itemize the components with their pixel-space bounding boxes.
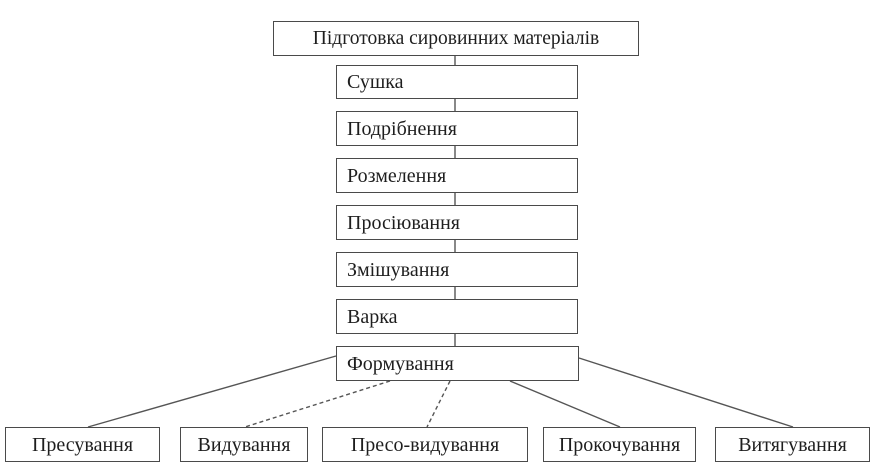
method-box-press-blowing: Пресо-видування — [322, 427, 528, 462]
method-box-drawing: Витягування — [715, 427, 870, 462]
method-box-rolling: Прокочування — [543, 427, 696, 462]
connector-to-method — [87, 355, 337, 428]
root-box-raw-material-preparation: Підготовка сировинних матеріалів — [273, 21, 639, 56]
connector-to-method — [509, 380, 621, 428]
method-box-pressing: Пресування — [5, 427, 160, 462]
method-box-blowing: Видування — [180, 427, 308, 462]
step-box-forming: Формування — [336, 346, 579, 381]
step-box-drying: Сушка — [336, 65, 578, 99]
step-box-crushing: Подрібнення — [336, 111, 578, 146]
connector-to-method — [244, 380, 391, 428]
step-box-grinding: Розмелення — [336, 158, 578, 193]
connector-to-method — [578, 357, 794, 428]
connector-to-method — [426, 380, 451, 428]
step-box-sieving: Просіювання — [336, 205, 578, 240]
step-box-mixing: Змішування — [336, 252, 578, 287]
step-box-melting: Варка — [336, 299, 578, 334]
